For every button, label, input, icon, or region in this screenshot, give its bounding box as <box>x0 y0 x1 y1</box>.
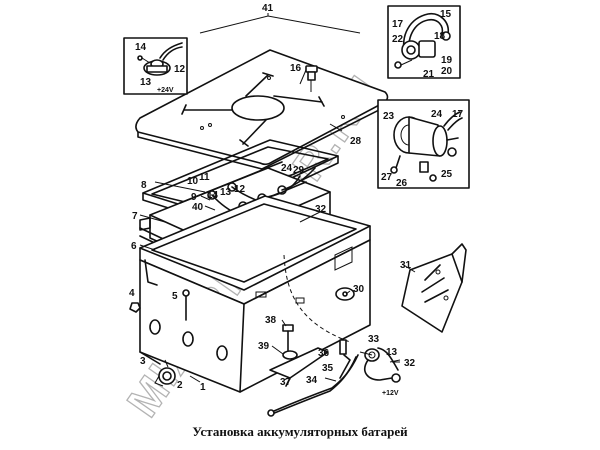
diagram-caption: Установка аккумуляторных батарей <box>192 424 408 439</box>
callout-13-inset: 13 <box>140 77 152 88</box>
cable-run <box>283 254 351 343</box>
callout-20: 20 <box>441 66 453 77</box>
clamp-30 <box>335 287 355 301</box>
callout-17-inset-right: 17 <box>452 109 464 120</box>
callout-15: 15 <box>440 9 452 20</box>
callout-12-inset: 12 <box>174 64 186 75</box>
callout-30: 30 <box>353 284 365 295</box>
leader-lines <box>139 69 416 383</box>
callout-12: 12 <box>234 184 246 195</box>
callout-37: 37 <box>280 377 292 388</box>
battery-cover <box>135 49 389 170</box>
callout-labels: 41 14 15 17 22 18 19 20 21 12 13 +24V 16… <box>129 3 464 397</box>
callout-13: 13 <box>220 187 232 198</box>
switch-assembly-lower <box>267 324 401 417</box>
callout-23: 23 <box>383 111 395 122</box>
callout-8: 8 <box>141 180 147 191</box>
assembly-bracket-41 <box>199 13 361 34</box>
callout-21: 21 <box>423 69 435 80</box>
voltage-label-main: +12V <box>382 390 399 397</box>
screw-5 <box>182 289 190 321</box>
callout-41: 41 <box>262 3 274 14</box>
callout-27: 27 <box>381 172 393 183</box>
callout-24-inset: 24 <box>431 109 443 120</box>
callout-10: 10 <box>187 176 199 187</box>
callout-2: 2 <box>177 380 183 391</box>
callout-3: 3 <box>140 356 146 367</box>
callout-7: 7 <box>132 211 138 222</box>
callout-31: 31 <box>400 260 412 271</box>
inset-relay <box>377 99 470 189</box>
callout-40: 40 <box>192 202 204 213</box>
callout-34: 34 <box>306 375 318 386</box>
callout-13-lower: 13 <box>386 347 398 358</box>
callout-17-inset-top: 17 <box>392 19 404 30</box>
callout-6: 6 <box>131 241 137 252</box>
mounting-bracket-31 <box>401 243 467 333</box>
callout-14-inset: 14 <box>135 42 147 53</box>
bolt-4 <box>129 302 141 313</box>
callout-1: 1 <box>200 382 206 393</box>
callout-11: 11 <box>199 172 210 183</box>
inset-connector <box>387 5 461 79</box>
callout-25: 25 <box>441 169 453 180</box>
callout-32-top: 32 <box>315 204 327 215</box>
callout-9: 9 <box>191 192 197 203</box>
callout-18: 18 <box>434 31 446 42</box>
callout-19: 19 <box>441 55 453 66</box>
callout-5: 5 <box>172 291 178 302</box>
callout-38: 38 <box>265 315 277 326</box>
connector-2 <box>154 367 176 387</box>
callout-29: 29 <box>293 165 305 176</box>
callout-33: 33 <box>368 334 380 345</box>
callout-16: 16 <box>290 63 302 74</box>
callout-36: 36 <box>318 348 330 359</box>
callout-35: 35 <box>322 363 334 374</box>
callout-32-lower: 32 <box>404 358 416 369</box>
callout-39: 39 <box>258 341 270 352</box>
callout-22: 22 <box>392 34 404 45</box>
callout-26: 26 <box>396 178 408 189</box>
callout-14: 14 <box>207 190 219 201</box>
callout-24: 24 <box>281 163 293 174</box>
inset-terminal-24v <box>123 37 188 95</box>
voltage-label-inset: +24V <box>157 87 174 94</box>
callout-4: 4 <box>129 288 135 299</box>
bolt-16 <box>305 65 318 92</box>
callout-28: 28 <box>350 136 362 147</box>
